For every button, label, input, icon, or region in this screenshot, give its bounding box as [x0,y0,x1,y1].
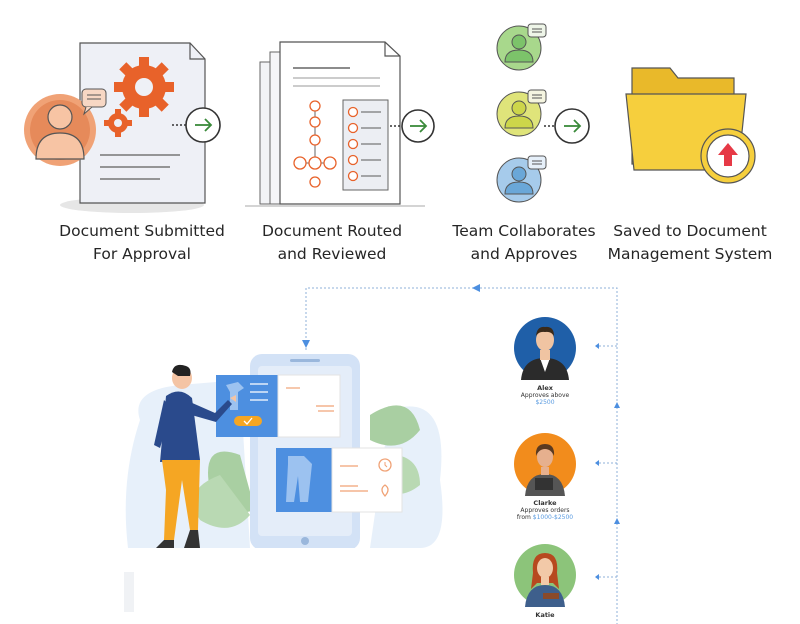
step-label-line2: and Approves [470,245,578,263]
approver-avatar-katie [514,544,576,607]
approver-connector-arrows [595,343,620,580]
approver-alex: Alex Approves above $2500 [485,384,605,407]
step-label-collaborates: Team Collaborates and Approves [424,220,624,266]
approver-name: Alex [537,384,553,392]
approver-name: Clarke [533,499,557,507]
step-label-saved: Saved to Document Management System [600,220,780,266]
approver-katie: Katie [485,612,605,619]
connector-lines [305,287,618,624]
checklist-icon [347,106,381,182]
approval-app-illustration [120,284,620,624]
step-label-line2: Management System [607,245,773,263]
approver-rule: Approves orders [520,507,570,514]
flow-tree-icon [293,100,337,188]
approver-amount: $2500 [535,399,555,406]
blue-team-member-icon [496,155,547,203]
approver-avatar-alex [514,317,576,380]
step-label-line2: For Approval [93,245,191,263]
approver-name: Katie [535,611,555,619]
yellow-team-member-icon [496,89,547,137]
man-figure-icon [154,364,236,548]
document-submitted-illustration [24,42,221,213]
small-gear-icon [104,109,132,137]
next-arrow-icon [554,108,590,144]
product-card-bottom [276,447,403,513]
gear-icon [114,57,174,117]
submitter-avatar-icon [24,94,96,166]
step-label-line1: Team Collaborates [452,222,596,240]
product-card-top [216,374,341,438]
approver-clarke: Clarke Approves orders from $1000-$2500 [485,499,605,522]
document-routed-illustration [245,41,435,207]
next-arrow-icon [185,107,221,143]
approver-rule-prefix: from [516,514,531,521]
team-collaborates-illustration [496,23,590,203]
step-label-submitted: Document Submitted For Approval [42,220,242,266]
step-label-routed: Document Routed and Reviewed [232,220,432,266]
folder-upload-illustration [625,67,756,184]
approver-avatar-clarke [514,433,576,496]
green-team-member-icon [496,23,547,71]
step-label-line2: and Reviewed [277,245,387,263]
chat-bubble-icon [81,88,107,116]
approver-rule: Approves above [520,392,570,399]
step-label-line1: Saved to Document [613,222,767,240]
next-arrow-icon [401,109,435,143]
upload-icon [700,128,756,184]
approver-amount: $1000-$2500 [532,514,574,521]
step-label-line1: Document Submitted [59,222,225,240]
step-label-line1: Document Routed [261,222,403,240]
